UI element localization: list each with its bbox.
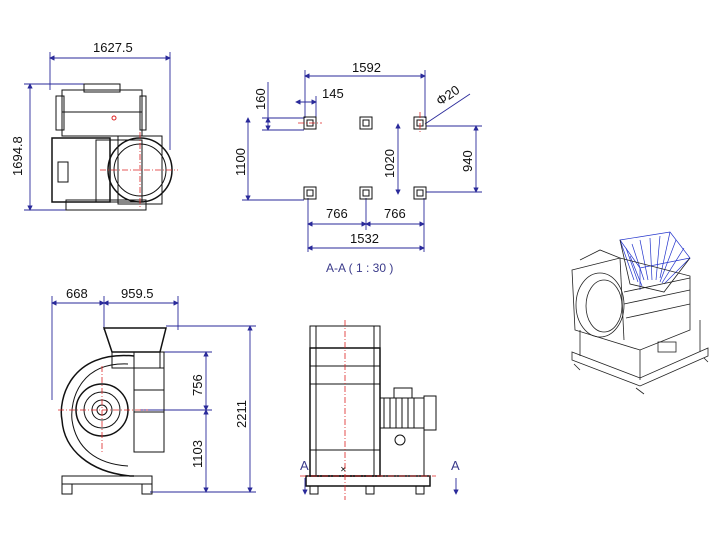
dim-1532: 1532: [350, 231, 379, 246]
dim-940: 940: [460, 150, 475, 172]
mount-bracket: [303, 186, 317, 200]
isometric-view: [571, 231, 709, 395]
mount-bracket: [413, 112, 427, 134]
dim-668: 668: [66, 286, 88, 301]
dim-756: 756: [190, 374, 205, 396]
section-mark-right: A: [451, 458, 460, 473]
dim-top-width: 1627.5: [93, 40, 133, 55]
top-view: 1627.5 1694.8: [10, 40, 178, 211]
dim-1103: 1103: [190, 440, 205, 468]
front-view: 668 959.5 756 1103 2211: [51, 286, 256, 495]
mount-bracket: [359, 116, 373, 130]
dim-1592: 1592: [352, 60, 381, 75]
dim-2211: 2211: [234, 400, 249, 428]
dim-959-5: 959.5: [121, 286, 154, 301]
mount-bracket: [413, 186, 427, 200]
section-label: A-A ( 1 : 30 ): [326, 261, 393, 275]
dim-top-height: 1694.8: [10, 136, 25, 176]
brand-mark-icon: ✕: [340, 465, 347, 474]
dim-160: 160: [253, 88, 268, 110]
dim-1100: 1100: [233, 148, 248, 176]
dim-145: 145: [322, 86, 344, 101]
dim-1020: 1020: [382, 149, 397, 178]
dim-phi20: Φ20: [433, 82, 462, 108]
mount-bracket: [359, 186, 373, 200]
plan-view: 1592 160 145 Φ20 1100 1020 940 766 766: [233, 60, 482, 275]
dim-766-left: 766: [326, 206, 348, 221]
section-mark-left: A: [300, 458, 309, 473]
mount-bracket: [298, 116, 322, 130]
dim-766-right: 766: [384, 206, 406, 221]
side-view: ✕ A A: [300, 320, 460, 500]
